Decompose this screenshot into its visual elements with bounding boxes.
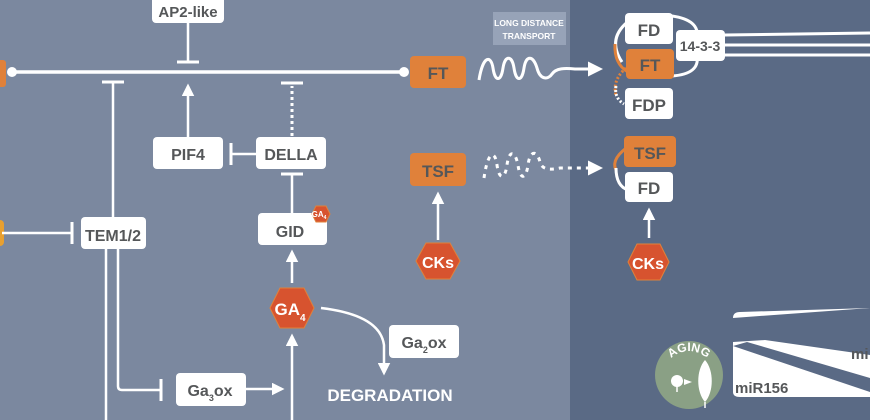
svg-text:LONG DISTANCE: LONG DISTANCE (494, 18, 564, 28)
14-3-3-label: 14-3-3 (680, 38, 721, 54)
tsf-right-label: TSF (634, 144, 666, 163)
tsf-left-label: TSF (422, 162, 454, 181)
aging-badge: AGING (655, 340, 723, 409)
ft-right-node[interactable]: FT (626, 49, 674, 79)
mir-partial-label: mi (851, 346, 869, 363)
ft-fdp-dotted-white (614, 85, 625, 106)
main-line-end-dot (399, 67, 409, 77)
tsf-transport-dotted-arrow (482, 151, 603, 179)
mir156-label: miR156 (735, 380, 788, 397)
svg-text:GA4: GA4 (274, 300, 306, 324)
svg-text:TRANSPORT: TRANSPORT (503, 31, 557, 41)
ap2-like-node[interactable]: AP2-like (152, 0, 224, 23)
ft-right-label: FT (640, 56, 661, 75)
offscreen-orange-node-bottom (0, 220, 4, 246)
growth-arrow-icon (684, 379, 692, 385)
offscreen-orange-node-top (0, 60, 6, 87)
svg-text:GA4: GA4 (312, 210, 327, 221)
complex-output-line-1 (724, 31, 870, 37)
ga4-hormone-node[interactable]: GA4 (269, 287, 315, 329)
leaf-icon (698, 360, 712, 402)
degradation-label: DEGRADATION (327, 386, 452, 405)
fd-bottom-label: FD (638, 179, 661, 198)
cks-right-label: CKs (632, 256, 664, 273)
ap2-like-label: AP2-like (158, 4, 217, 21)
tem-ga3ox-inhibition-line (116, 249, 160, 392)
ga4-degradation-arrow (320, 306, 391, 376)
tsf-left-node[interactable]: TSF (410, 153, 466, 186)
fd-top-node[interactable]: FD (625, 13, 673, 44)
cks-right-hormone-node[interactable]: CKs (627, 243, 670, 281)
ft-left-label: FT (428, 64, 449, 83)
14-3-3-node[interactable]: 14-3-3 (676, 30, 725, 61)
gid-node[interactable]: GID (258, 213, 327, 245)
fd-top-label: FD (638, 21, 661, 40)
pif4-node[interactable]: PIF4 (153, 137, 223, 169)
della-node[interactable]: DELLA (256, 137, 326, 169)
left-panel-background (0, 0, 570, 420)
gid-ga4-badge: GA4 (311, 205, 331, 223)
fdp-label: FDP (632, 96, 666, 115)
ga3ox-node[interactable]: Ga3ox (176, 373, 246, 406)
cks-left-label: CKs (422, 255, 454, 272)
long-distance-transport-arrow (477, 56, 603, 81)
tsf-right-node[interactable]: TSF (624, 136, 676, 167)
main-line-start-dot (7, 67, 17, 77)
svg-text:Ga2ox: Ga2ox (401, 335, 446, 355)
fdp-node[interactable]: FDP (625, 88, 673, 119)
tem12-node[interactable]: TEM1/2 (81, 217, 146, 249)
gid-label: GID (276, 224, 304, 241)
fd-ft-link-orange (613, 43, 629, 74)
ga2ox-node[interactable]: Ga2ox (389, 325, 459, 358)
ft-fdp-dotted-orange (613, 66, 628, 97)
pif4-label: PIF4 (171, 147, 205, 164)
svg-text:Ga3ox: Ga3ox (187, 383, 232, 403)
cks-left-hormone-node[interactable]: CKs (415, 242, 461, 280)
della-label: DELLA (264, 147, 318, 164)
mir156-panel: miR156 mi (733, 308, 870, 397)
ft-left-node[interactable]: FT (410, 56, 466, 88)
fd-bottom-node[interactable]: FD (625, 172, 673, 202)
long-distance-transport-label: LONG DISTANCE TRANSPORT (493, 12, 566, 45)
tem12-label: TEM1/2 (85, 228, 141, 245)
